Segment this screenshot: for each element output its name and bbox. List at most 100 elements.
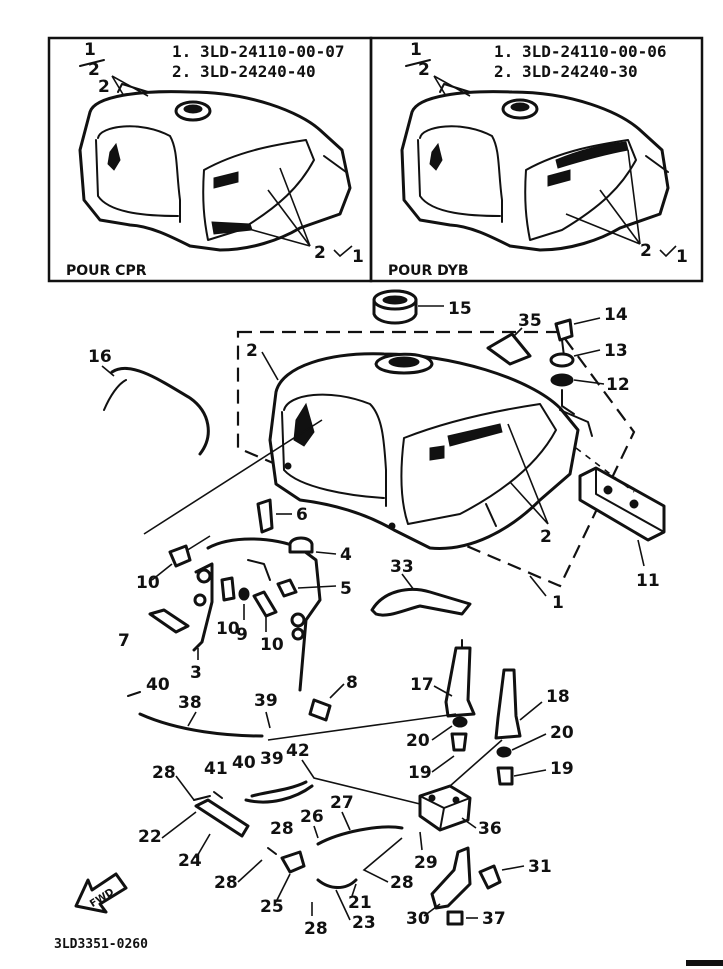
legend-num-2: 2.	[172, 62, 191, 81]
hose-40	[244, 784, 314, 804]
callout-28-e: 28	[390, 873, 414, 893]
washer-13	[549, 352, 575, 368]
callout-41: 41	[204, 759, 228, 779]
callout-31: 31	[528, 857, 552, 877]
inset-lead-2	[111, 75, 149, 97]
callout-20-right: 20	[550, 723, 574, 743]
fuel-cock-17	[444, 646, 476, 718]
callout-28-d: 28	[304, 919, 328, 939]
legend-code-1: 3LD-24110-00-06	[522, 42, 667, 61]
forward-arrow-icon: FWD	[74, 872, 128, 914]
callout-4: 4	[340, 545, 352, 565]
stripe-decal	[213, 171, 239, 189]
bolt-10-left	[148, 608, 190, 634]
inset-cpr: 1 2 2 1. 3LD-24110-00-07 2. 3LD-24240-40…	[47, 36, 373, 283]
bolt-10-top	[256, 498, 274, 534]
callout-13: 13	[604, 341, 628, 361]
tank-stripe-2	[447, 423, 503, 447]
callout-32: 33	[390, 557, 414, 577]
callout-3: 3	[190, 663, 202, 683]
corner-mark	[686, 960, 723, 966]
callout-39: 39	[260, 749, 284, 769]
breather-hose	[110, 366, 210, 456]
fuel-pump	[418, 784, 472, 832]
legend-code-1: 3LD-24110-00-07	[200, 42, 345, 61]
inset-callout-2-bottom: 2	[314, 243, 326, 263]
callout-42: 42	[286, 741, 310, 761]
inset-marker-slash	[79, 59, 105, 67]
legend-num-2: 2.	[494, 62, 513, 81]
callout-19-left: 19	[408, 763, 432, 783]
callout-23: 23	[352, 913, 376, 933]
inset-frame	[369, 36, 704, 283]
tank-mount-bracket	[192, 537, 322, 692]
callout-8: 10	[216, 619, 240, 639]
callout-26: 26	[300, 807, 324, 827]
callout-38: 40	[146, 675, 170, 695]
bolt-31	[478, 864, 502, 890]
pump-bracket-30	[430, 846, 472, 910]
inset-tank-sketch	[400, 83, 670, 252]
callout-34: 36	[478, 819, 502, 839]
inset-callout-1: 1	[410, 40, 422, 60]
callout-33: 35	[518, 311, 542, 331]
inset-callout-2-bottom: 2	[640, 241, 652, 261]
callout-21: 21	[348, 893, 372, 913]
callout-2-left: 2	[246, 341, 258, 361]
legend-code-2: 3LD-24240-30	[522, 62, 638, 81]
rubber-pad	[486, 332, 532, 366]
inset-callout-2b: 2	[98, 77, 110, 97]
callout-19-right: 19	[550, 759, 574, 779]
collar-8	[220, 576, 236, 602]
callout-18: 18	[546, 687, 570, 707]
inset-lead-2	[433, 75, 471, 97]
side-badge	[107, 142, 121, 171]
inset-callout-2: 2	[88, 60, 100, 80]
inset-callout-2: 2	[418, 60, 430, 80]
callout-17: 17	[410, 675, 434, 695]
heat-protector	[370, 588, 472, 617]
bolt-14	[554, 318, 574, 342]
grommet-6	[168, 544, 192, 568]
callout-35: 37	[482, 909, 506, 929]
callout-10-top: 6	[296, 505, 308, 525]
mounting-bracket	[578, 466, 666, 542]
callout-7: 9	[236, 625, 248, 645]
inset-callout-1-bottom: 1	[676, 247, 688, 267]
clip-38	[127, 691, 141, 697]
callout-29: 29	[414, 853, 438, 873]
damper-12	[550, 373, 574, 387]
filler-cap	[372, 289, 418, 325]
callout-5: 5	[340, 579, 352, 599]
callout-20-left: 20	[406, 731, 430, 751]
inset-lead-2-bottom	[237, 167, 311, 247]
inset-tank-sketch	[78, 83, 352, 252]
callout-14: 14	[604, 305, 628, 325]
callout-12: 12	[606, 375, 630, 395]
inset-caption-cpr: POUR CPR	[66, 263, 147, 279]
clip-5	[276, 578, 298, 598]
callout-28-b: 28	[270, 819, 294, 839]
bolt-9	[252, 590, 278, 618]
callout-2-right: 2	[540, 527, 552, 547]
inset-lead-1	[333, 245, 353, 258]
callout-9: 10	[260, 635, 284, 655]
inset-lead-1	[659, 245, 677, 258]
damper-4	[288, 536, 314, 554]
callout-36: 38	[178, 693, 202, 713]
callout-1: 1	[552, 593, 564, 613]
fuel-cock-18	[494, 668, 522, 740]
callout-27: 27	[330, 793, 354, 813]
fuel-hose-36	[138, 712, 264, 738]
filter-22	[194, 798, 250, 838]
joint-25	[280, 850, 306, 874]
washer-7	[238, 587, 250, 601]
legend-num-1: 1.	[494, 42, 513, 61]
main-assembly: 15 35 14 13 12 11 2 2 1 16	[54, 289, 723, 966]
inset-marker-slash	[405, 59, 431, 67]
callout-28-c: 28	[214, 873, 238, 893]
callout-40: 40	[232, 753, 256, 773]
inset-dyb: 1 2 1. 3LD-24110-00-06 2. 3LD-24240-30 2…	[369, 36, 704, 283]
inset-callout-1: 1	[84, 40, 96, 60]
hose-23	[316, 878, 358, 889]
